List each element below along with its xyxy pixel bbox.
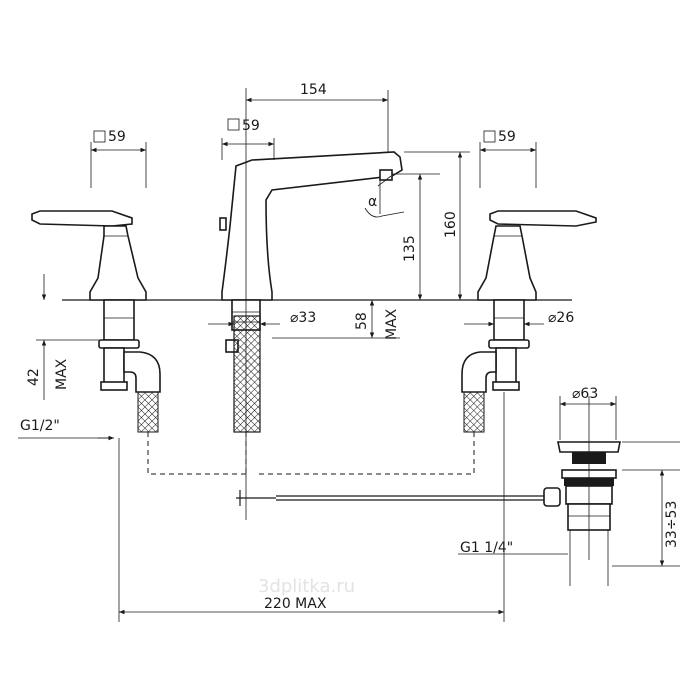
dim-drain-range: 33÷53 [664, 501, 680, 548]
watermark-text: 3dplitka.ru [258, 576, 355, 597]
dim-left-depth-value: 42 [26, 368, 42, 386]
left-handle [31, 210, 161, 433]
dim-center-diameter: ⌀33 [290, 310, 316, 326]
dim-overall-width: 220 MAX [264, 596, 327, 612]
pop-up-drain [543, 396, 621, 560]
dim-square-right: 59 [498, 129, 516, 145]
dim-spout-reach: 154 [300, 82, 327, 98]
dim-right-diameter: ⌀26 [548, 310, 574, 326]
dim-total-height: 160 [443, 211, 459, 238]
dim-drain-thread: G1 1/4" [460, 540, 513, 556]
dim-square-center: 59 [242, 118, 260, 134]
dim-max-thickness-label: MAX [384, 308, 400, 340]
dim-angle: α [368, 194, 377, 210]
dim-max-thickness-value: 58 [354, 312, 370, 330]
dim-inlet-thread: G1/2" [20, 418, 60, 434]
dim-square-left: 59 [108, 129, 126, 145]
pop-up-rod [236, 490, 544, 506]
dim-left-depth-label: MAX [54, 358, 70, 390]
center-spout [219, 88, 403, 520]
dim-spout-height: 135 [402, 235, 418, 262]
dim-drain-diameter: ⌀63 [572, 386, 598, 402]
dimension-labels: 154 59 59 59 135 160 α ⌀33 ⌀26 58 MAX 42… [20, 82, 680, 612]
dimension-lines [18, 90, 680, 622]
hose-routes [147, 432, 475, 475]
